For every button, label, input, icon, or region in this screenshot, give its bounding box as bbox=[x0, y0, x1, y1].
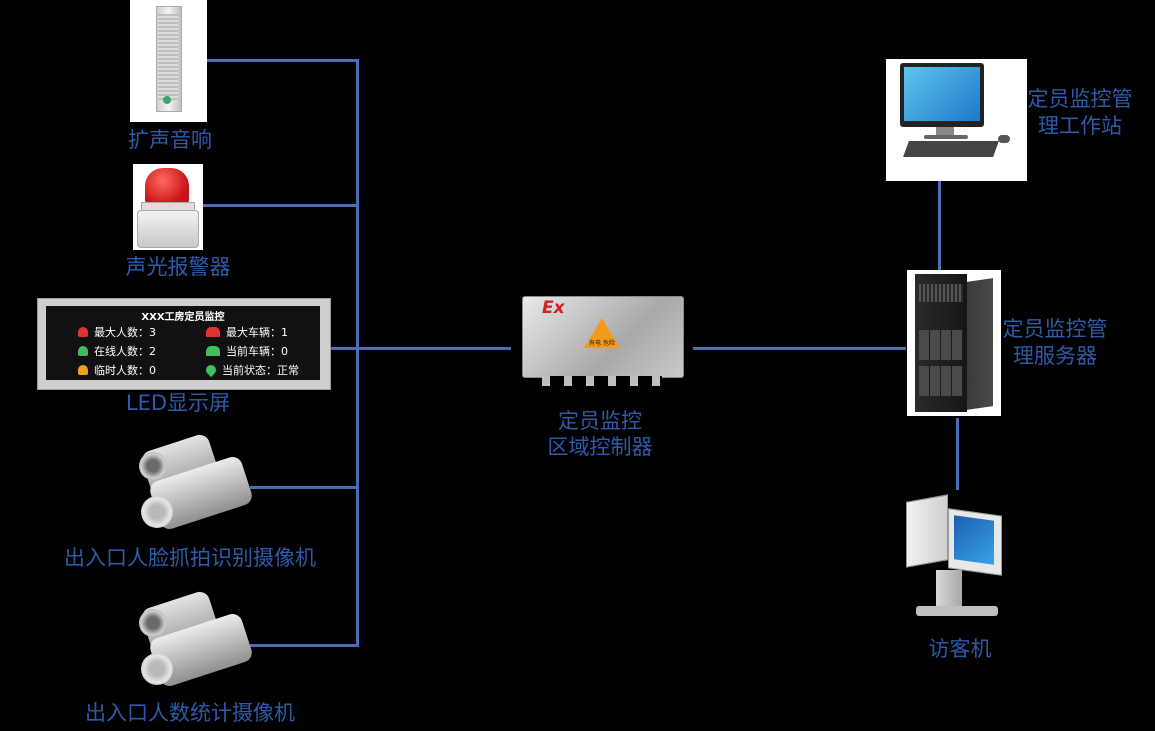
speaker-label: 扩声音响 bbox=[128, 128, 212, 152]
warning-text: 有电 危险 bbox=[589, 340, 615, 347]
workstation-label-line1: 定员监控管 bbox=[1027, 87, 1133, 111]
location-pin-icon bbox=[203, 362, 219, 378]
kiosk-label: 访客机 bbox=[928, 637, 992, 661]
person-icon bbox=[78, 327, 88, 337]
led-label: LED显示屏 bbox=[125, 391, 231, 415]
alarm-image bbox=[133, 164, 203, 250]
led-title: XXX工房定员监控 bbox=[141, 312, 225, 323]
link-controller-server bbox=[693, 347, 906, 350]
link-led bbox=[329, 347, 359, 350]
link-face-camera bbox=[250, 486, 359, 489]
warning-triangle-icon bbox=[584, 318, 620, 348]
server-label-line1: 定员监控管 bbox=[1002, 317, 1108, 341]
face-camera-image bbox=[135, 432, 255, 532]
speaker-image bbox=[130, 0, 207, 122]
link-server-kiosk bbox=[956, 418, 959, 490]
led-row-temp-persons: 临时人数：0 bbox=[78, 362, 156, 378]
ex-badge: Ex bbox=[542, 298, 565, 318]
car-icon bbox=[206, 327, 220, 337]
person-icon bbox=[78, 365, 88, 375]
workstation-image bbox=[886, 59, 1027, 181]
led-row-online-persons: 在线人数：2 bbox=[78, 343, 156, 359]
led-row-max-vehicles: 最大车辆：1 bbox=[206, 324, 288, 340]
face-camera-label: 出入口人脸抓拍识别摄像机 bbox=[64, 546, 316, 570]
link-alarm bbox=[203, 204, 359, 207]
count-camera-label: 出入口人数统计摄像机 bbox=[85, 701, 295, 725]
controller-image: Ex 有电 危险 bbox=[512, 292, 694, 390]
led-row-current-vehicles: 当前车辆：0 bbox=[206, 343, 288, 359]
controller-label-line2: 区域控制器 bbox=[547, 435, 653, 459]
workstation-label-line2: 理工作站 bbox=[1038, 114, 1122, 138]
led-display-panel: XXX工房定员监控 最大人数：3 在线人数：2 临时人数：0 最大车辆：1 当前… bbox=[37, 298, 331, 390]
count-camera-image bbox=[135, 589, 255, 689]
bus-line-vertical bbox=[356, 59, 359, 647]
controller-label-line1: 定员监控 bbox=[558, 409, 642, 433]
alarm-label: 声光报警器 bbox=[125, 255, 231, 279]
link-count-camera bbox=[250, 644, 359, 647]
car-icon bbox=[206, 346, 220, 356]
led-screen: XXX工房定员监控 最大人数：3 在线人数：2 临时人数：0 最大车辆：1 当前… bbox=[46, 306, 320, 380]
server-image bbox=[907, 270, 1001, 416]
led-row-max-persons: 最大人数：3 bbox=[78, 324, 156, 340]
link-bus-controller bbox=[359, 347, 511, 350]
led-row-status: 当前状态：正常 bbox=[203, 362, 299, 378]
link-speaker bbox=[207, 59, 359, 62]
link-workstation-server bbox=[938, 180, 941, 270]
person-icon bbox=[78, 346, 88, 356]
server-label-line2: 理服务器 bbox=[1013, 344, 1097, 368]
kiosk-image bbox=[900, 492, 1004, 620]
